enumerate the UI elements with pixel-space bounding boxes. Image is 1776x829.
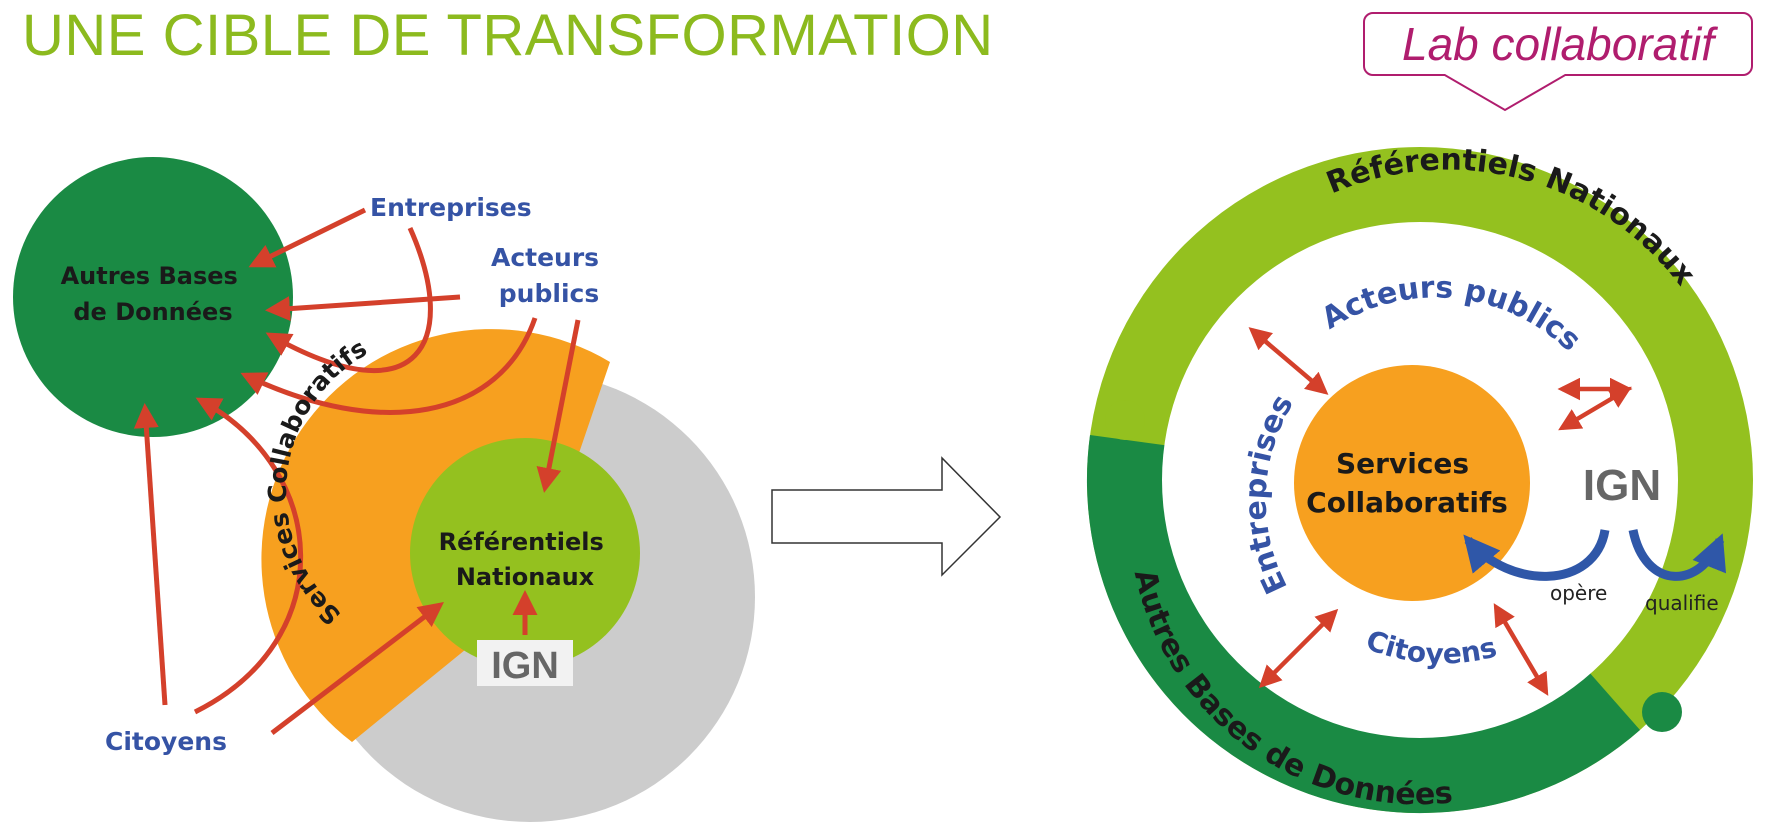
ign-logo-right: IGN: [1583, 461, 1661, 510]
qualifie-arrow: [1628, 529, 1726, 581]
referentiels-line2: Nationaux: [456, 563, 595, 591]
arrow-acteurs-to-referentiels: [536, 319, 581, 493]
callout-pointer: [1443, 74, 1567, 112]
autres-bases-line2: de Données: [73, 298, 232, 326]
services-line2: Collaboratifs: [1306, 486, 1508, 519]
arrow-ign-services-diag: [1558, 386, 1632, 431]
svg-text:Services Collaboratifs: Services Collaboratifs: [1306, 447, 1508, 519]
opere-label: opère: [1550, 581, 1607, 605]
page-title: UNE CIBLE DE TRANSFORMATION: [22, 3, 994, 68]
arrow-acteurs-services: [1248, 327, 1329, 395]
puzzle-knob-right: [1642, 692, 1682, 732]
arrow-entreprises-to-bases: [248, 207, 367, 268]
svg-text:Autres Bases de Données: Autres Bases de Données: [61, 262, 246, 326]
svg-text:Acteurs publics: Acteurs publics: [491, 243, 607, 308]
arrow-entreprises-curve: [265, 226, 433, 374]
arrow-citoyens-to-referentiels: [270, 601, 444, 735]
arrow-entreprises-services: [1258, 608, 1339, 689]
services-line1: Services: [1336, 447, 1469, 480]
citoyens-label-left: Citoyens: [105, 727, 227, 756]
arrow-citoyens-curve: [193, 397, 304, 715]
referentiels-line1: Référentiels: [439, 528, 604, 556]
left-diagram: Autres Bases de Données Entreprises Acte…: [13, 157, 755, 822]
ign-logo-box-left: [477, 640, 573, 686]
right-diagram: Référentiels Nationaux Autres Bases de D…: [1086, 142, 1753, 814]
opere-arrow: [1463, 529, 1610, 581]
entreprises-label: Entreprises: [370, 193, 532, 222]
svg-text:Référentiels Nationaux: Référentiels Nationaux: [439, 528, 612, 591]
qualifie-label: qualifie: [1645, 591, 1719, 615]
ign-logo-left: IGN: [491, 645, 559, 687]
left-arrows: [133, 207, 581, 735]
callout-label: Lab collaboratif: [1402, 18, 1714, 70]
puzzle-knob-left: [1105, 400, 1145, 440]
autres-bases-line1: Autres Bases: [61, 262, 238, 290]
transformation-arrow-icon: [771, 456, 1002, 577]
arrow-citoyens-to-bases: [133, 403, 168, 706]
autres-bases-circle: [13, 157, 293, 437]
blue-curved-arrows: [1463, 529, 1726, 581]
acteurs-line1: Acteurs: [491, 243, 599, 272]
ign-logo-box-right: [1572, 455, 1672, 507]
arrow-acteurs-curve: [240, 317, 538, 415]
lab-collaboratif-callout: Lab collaboratif: [1363, 12, 1753, 76]
right-arrows: [1248, 327, 1633, 696]
arrow-citoyens-services: [1493, 603, 1549, 696]
acteurs-line2: publics: [499, 279, 599, 308]
referentiels-circle: [410, 438, 640, 668]
